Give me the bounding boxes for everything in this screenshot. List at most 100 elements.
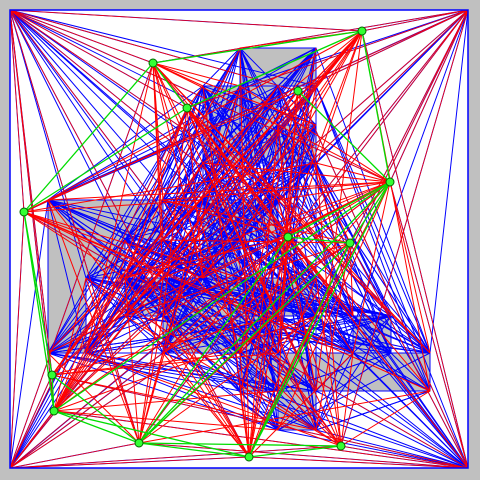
- visibility-edge: [9, 199, 49, 469]
- red-edge: [53, 277, 87, 412]
- visibility-edge: [239, 47, 354, 317]
- red-edge: [340, 445, 469, 469]
- red-edge: [349, 9, 469, 244]
- red-edge: [85, 277, 140, 444]
- red-edge: [53, 9, 469, 412]
- path-edge: [53, 410, 140, 444]
- red-edge: [248, 456, 469, 469]
- path-edge: [248, 181, 391, 458]
- red-edge: [53, 239, 241, 412]
- red-edge: [202, 162, 391, 183]
- visibility-edge: [47, 85, 204, 201]
- visibility-edge: [315, 429, 469, 469]
- visibility-edge: [124, 239, 317, 392]
- red-edge: [138, 315, 164, 444]
- red-edge: [152, 62, 431, 354]
- red-edge: [287, 85, 317, 238]
- graph-node-n2: [148, 58, 158, 68]
- red-edge: [53, 85, 279, 412]
- red-edge: [297, 90, 469, 469]
- red-edge: [239, 181, 391, 354]
- red-edge: [9, 62, 154, 469]
- red-edge: [340, 9, 469, 447]
- visibility-edge: [9, 9, 126, 241]
- visibility-edge: [47, 47, 317, 201]
- node-layer: [19, 26, 395, 462]
- red-edge: [277, 181, 391, 431]
- red-edge: [239, 390, 250, 458]
- red-edge: [340, 390, 431, 447]
- graph-node-n3: [182, 103, 192, 113]
- red-edge: [162, 352, 250, 458]
- visibility-edge: [47, 199, 241, 241]
- path-edge: [53, 181, 391, 412]
- red-edge: [124, 236, 289, 279]
- visibility-edge: [124, 315, 392, 354]
- red-edge: [51, 85, 279, 376]
- red-edge: [162, 30, 363, 317]
- red-edge: [47, 199, 250, 458]
- red-edge: [152, 62, 279, 126]
- red-edge: [9, 242, 351, 469]
- red-edge: [248, 239, 279, 458]
- red-edge: [287, 236, 354, 317]
- graph-node-n5: [385, 177, 395, 187]
- red-edge: [9, 445, 342, 469]
- red-edge: [277, 124, 289, 238]
- red-edge: [315, 162, 391, 183]
- red-edge: [53, 277, 241, 412]
- path-edge: [138, 442, 342, 447]
- visibility-edge: [47, 85, 279, 201]
- path-edge: [361, 30, 391, 183]
- red-edge: [202, 30, 363, 279]
- red-edge: [239, 47, 250, 458]
- red-edge: [152, 9, 469, 64]
- red-edge: [9, 9, 188, 109]
- red-edge: [9, 107, 188, 469]
- graph-node-n9: [47, 370, 57, 380]
- red-edge: [138, 352, 164, 444]
- visibility-edge: [162, 315, 279, 392]
- red-edge: [248, 352, 354, 458]
- visibility-edge: [315, 390, 469, 469]
- red-edge: [315, 162, 342, 447]
- graph-node-n4: [293, 86, 303, 96]
- red-edge: [9, 9, 154, 64]
- red-edge: [349, 242, 469, 469]
- path-edge: [51, 374, 55, 412]
- red-edge: [9, 9, 25, 213]
- red-edge: [51, 162, 204, 376]
- red-edge: [9, 30, 363, 469]
- red-edge: [23, 211, 164, 279]
- red-edge: [9, 211, 25, 469]
- red-edge: [47, 90, 299, 354]
- red-edge: [162, 315, 250, 458]
- red-edge: [361, 30, 469, 469]
- graph-node-n11: [134, 438, 144, 448]
- red-edge: [152, 62, 204, 87]
- red-edge: [152, 62, 204, 279]
- red-edge: [47, 199, 140, 444]
- path-edge: [248, 242, 351, 458]
- red-edge: [9, 9, 342, 447]
- red-edge: [248, 277, 317, 458]
- red-edge: [389, 9, 469, 183]
- path-edge: [138, 236, 289, 444]
- visibility-edge: [47, 199, 392, 354]
- visibility-edge: [162, 85, 241, 317]
- red-edge: [53, 239, 164, 412]
- path-edge: [138, 442, 250, 458]
- path-edge: [23, 107, 188, 213]
- red-edge: [152, 62, 317, 126]
- visibility-edge: [315, 390, 431, 431]
- visibility-edge: [315, 162, 392, 354]
- red-edge: [349, 242, 354, 317]
- red-edge: [186, 9, 469, 109]
- red-edge: [23, 211, 431, 392]
- red-edge: [138, 315, 317, 444]
- red-edge: [9, 9, 289, 238]
- visibility-edge: [162, 124, 279, 354]
- path-edge: [23, 62, 154, 213]
- visibility-edge: [315, 277, 354, 354]
